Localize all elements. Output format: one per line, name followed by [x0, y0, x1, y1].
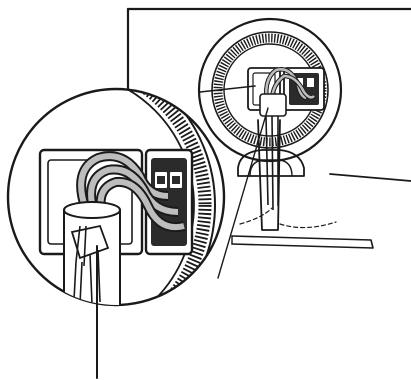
cables-down [73, 249, 101, 305]
monitor-back [126, 7, 411, 182]
cable-bundle [76, 151, 186, 232]
zoom-connector [199, 85, 269, 279]
zoom-callout [6, 87, 226, 307]
cable-bundle-small [264, 67, 316, 109]
cable-holder [70, 224, 110, 267]
stand-base [231, 207, 374, 249]
